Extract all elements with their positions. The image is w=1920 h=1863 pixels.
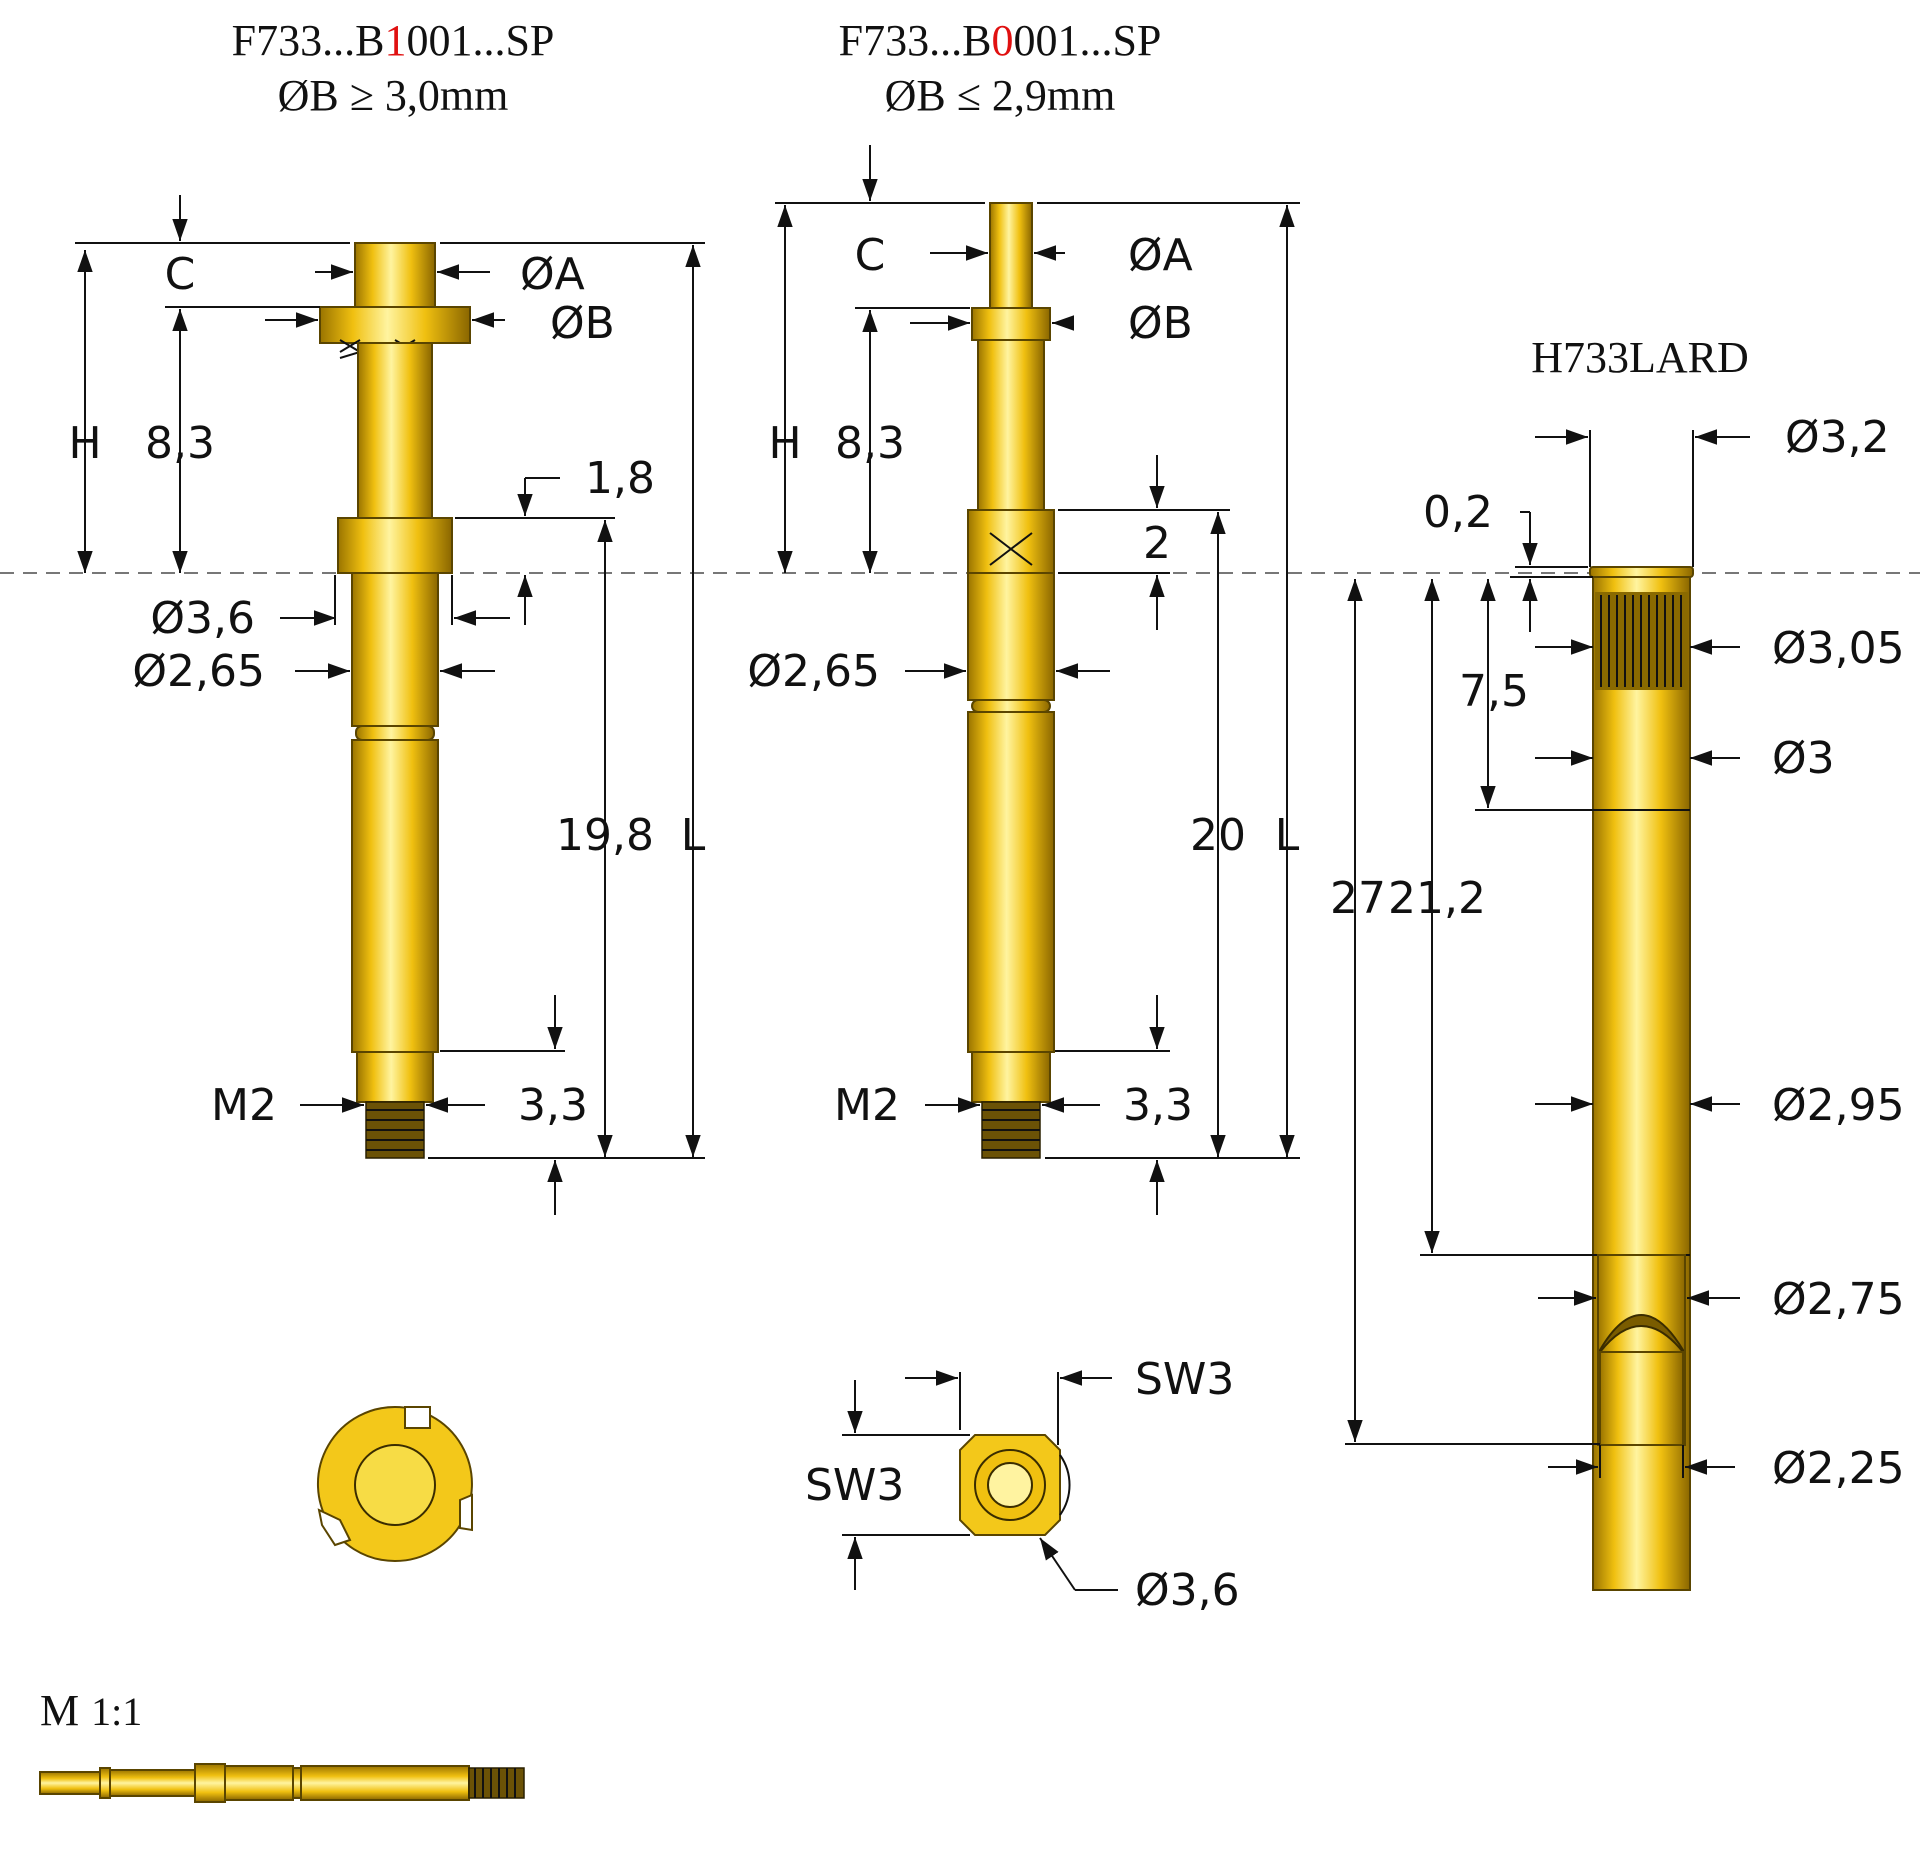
probe1-dia-b: ØB xyxy=(550,298,615,349)
receptacle-27: 27 xyxy=(1330,873,1386,924)
probe1-title: F733...B1001...SP xyxy=(232,16,555,65)
probe2-h: H xyxy=(768,418,801,469)
receptacle-21-2: 21,2 xyxy=(1388,873,1486,924)
probe2-l: L xyxy=(1275,810,1300,861)
end-view-dia-3-6: Ø3,6 xyxy=(1135,1565,1240,1616)
probe2-m2: M2 xyxy=(834,1080,900,1131)
probe1-3-3: 3,3 xyxy=(518,1080,588,1131)
probe2-2: 2 xyxy=(1143,518,1171,569)
receptacle-dia-3-2: Ø3,2 xyxy=(1785,412,1890,463)
receptacle-7-5: 7,5 xyxy=(1459,666,1529,717)
end-view-sw3-left: SW3 xyxy=(805,1460,904,1511)
probe1-subtitle: ØB ≥ 3,0mm xyxy=(278,71,509,120)
receptacle-dia-2-75: Ø2,75 xyxy=(1772,1274,1905,1325)
probe2-title: F733...B0001...SP xyxy=(839,16,1162,65)
receptacle-dia-2-25: Ø2,25 xyxy=(1772,1443,1905,1494)
probe1-c: C xyxy=(165,249,196,300)
probe2-20: 20 xyxy=(1190,810,1246,861)
receptacle-drawing: H733LARD Ø3,2 xyxy=(1330,333,1905,1591)
probe1-m2: M2 xyxy=(211,1080,277,1131)
probe1-dia-3-6: Ø3,6 xyxy=(150,593,255,644)
probe2-dia-2-65: Ø2,65 xyxy=(747,646,880,697)
probe1-h: H xyxy=(68,418,101,469)
probe1-1-8: 1,8 xyxy=(585,453,655,504)
probe2-dia-b: ØB xyxy=(1128,298,1193,349)
probe2-subtitle: ØB ≤ 2,9mm xyxy=(885,71,1116,120)
receptacle-dia-3: Ø3 xyxy=(1772,733,1835,784)
probe1-8-3: 8,3 xyxy=(145,418,215,469)
receptacle-0-2: 0,2 xyxy=(1423,487,1493,538)
probe2-c: C xyxy=(855,230,886,281)
probe1-dia-a: ØA xyxy=(520,249,585,300)
end-view-probe2: SW3 SW3 Ø3,6 xyxy=(805,1354,1240,1616)
end-view-sw3-top: SW3 xyxy=(1135,1354,1234,1405)
receptacle-title: H733LARD xyxy=(1531,333,1749,382)
probe1-drawing: F733...B1001...SP ØB ≥ 3,0mm xyxy=(68,16,706,1215)
probe1-19-8: 19,8 xyxy=(556,810,654,861)
probe2-8-3: 8,3 xyxy=(835,418,905,469)
probe2-3-3: 3,3 xyxy=(1123,1080,1193,1131)
receptacle-dia-2-95: Ø2,95 xyxy=(1772,1080,1905,1131)
probe1-dia-2-65: Ø2,65 xyxy=(132,646,265,697)
end-view-probe1 xyxy=(316,1406,473,1562)
probe1-l: L xyxy=(681,810,706,861)
receptacle-dia-3-05: Ø3,05 xyxy=(1772,623,1905,674)
probe2-dia-a: ØA xyxy=(1128,230,1193,281)
probe2-drawing: F733...B0001...SP ØB ≤ 2,9mm xyxy=(747,16,1300,1215)
